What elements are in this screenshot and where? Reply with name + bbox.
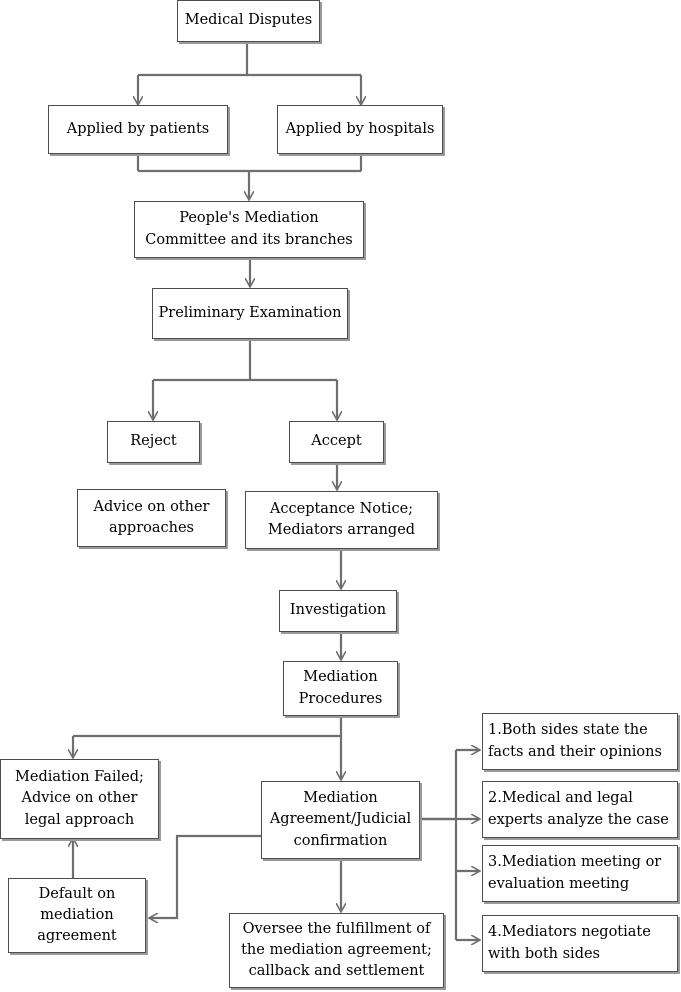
node-mediation-procedures: Mediation Procedures <box>283 661 398 716</box>
connector-preliminary-split <box>153 339 337 382</box>
connector-applications-merge <box>136 154 363 173</box>
node-oversee-fulfillment-label: Oversee the fulfillment of the mediation… <box>241 920 432 979</box>
node-advice-other-approaches: Advice on other approaches <box>77 489 226 547</box>
node-accept-label: Accept <box>311 433 362 450</box>
node-mediation-committee: People's Mediation Committee and its bra… <box>134 201 364 258</box>
node-mediation-procedures-label: Mediation Procedures <box>298 669 383 707</box>
node-accept: Accept <box>289 421 384 463</box>
node-default-on-agreement: Default on mediation agreement <box>8 878 146 953</box>
node-medical-disputes-label: Medical Disputes <box>184 12 313 29</box>
node-mediation-committee-label: People's Mediation Committee and its bra… <box>145 210 353 248</box>
node-step-2-label: 2.Medical and legal experts analyze the … <box>488 790 669 828</box>
node-step-1: 1.Both sides state the facts and their o… <box>482 713 678 770</box>
node-applied-by-patients-label: Applied by patients <box>66 120 210 137</box>
connector-steps-trunk <box>420 750 458 940</box>
arrow-agreement-to-default <box>150 834 261 918</box>
node-step-4-label: 4.Mediators negotiate with both sides <box>488 924 651 962</box>
node-default-on-agreement-label: Default on mediation agreement <box>37 885 117 944</box>
node-investigation-label: Investigation <box>289 602 387 619</box>
node-applied-by-hospitals-label: Applied by hospitals <box>285 120 435 137</box>
node-reject-label: Reject <box>130 433 177 450</box>
node-oversee-fulfillment: Oversee the fulfillment of the mediation… <box>229 913 444 988</box>
node-preliminary-examination: Preliminary Examination <box>152 288 348 339</box>
node-mediation-agreement: Mediation Agreement/Judicial confirmatio… <box>261 781 420 859</box>
node-applied-by-hospitals: Applied by hospitals <box>277 105 443 154</box>
node-preliminary-examination-label: Preliminary Examination <box>158 304 342 321</box>
node-reject: Reject <box>107 421 200 463</box>
connector-procedures-split <box>73 716 343 738</box>
node-step-4: 4.Mediators negotiate with both sides <box>482 915 678 972</box>
node-applied-by-patients: Applied by patients <box>48 105 228 154</box>
node-investigation: Investigation <box>279 590 397 632</box>
node-mediation-failed: Mediation Failed; Advice on other legal … <box>0 759 159 839</box>
node-mediation-agreement-label: Mediation Agreement/Judicial confirmatio… <box>269 790 412 849</box>
node-step-1-label: 1.Both sides state the facts and their o… <box>488 722 662 760</box>
node-advice-other-approaches-label: Advice on other approaches <box>93 498 210 536</box>
node-acceptance-notice-label: Acceptance Notice; Mediators arranged <box>267 500 416 538</box>
node-step-3: 3.Mediation meeting or evaluation meetin… <box>482 845 678 902</box>
node-acceptance-notice: Acceptance Notice; Mediators arranged <box>245 491 438 549</box>
node-step-2: 2.Medical and legal experts analyze the … <box>482 781 678 838</box>
node-medical-disputes: Medical Disputes <box>177 0 320 42</box>
node-mediation-failed-label: Mediation Failed; Advice on other legal … <box>15 769 144 828</box>
connector-disputes-split <box>138 42 361 77</box>
node-step-3-label: 3.Mediation meeting or evaluation meetin… <box>488 854 662 892</box>
